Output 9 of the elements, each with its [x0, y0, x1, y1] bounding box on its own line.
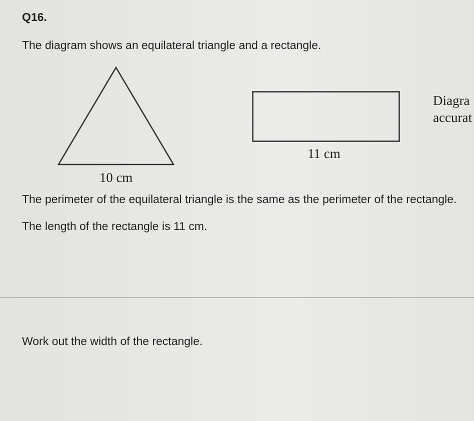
question-text: The length of the rectangle is 11 cm.: [22, 221, 208, 233]
question-text: The perimeter of the equilateral triangle is the same as the perimeter of the rectangle.: [22, 194, 457, 206]
note-text: Diagra: [433, 93, 470, 109]
dimension-label: 10 cm: [99, 170, 133, 186]
dimension-label: 11 cm: [308, 146, 340, 162]
question-number: Q16.: [22, 12, 47, 24]
note-text: accurat: [433, 110, 472, 126]
question-text: The diagram shows an equilateral triangle and a rectangle.: [22, 40, 322, 52]
question-text: Work out the width of the rectangle.: [22, 336, 203, 348]
